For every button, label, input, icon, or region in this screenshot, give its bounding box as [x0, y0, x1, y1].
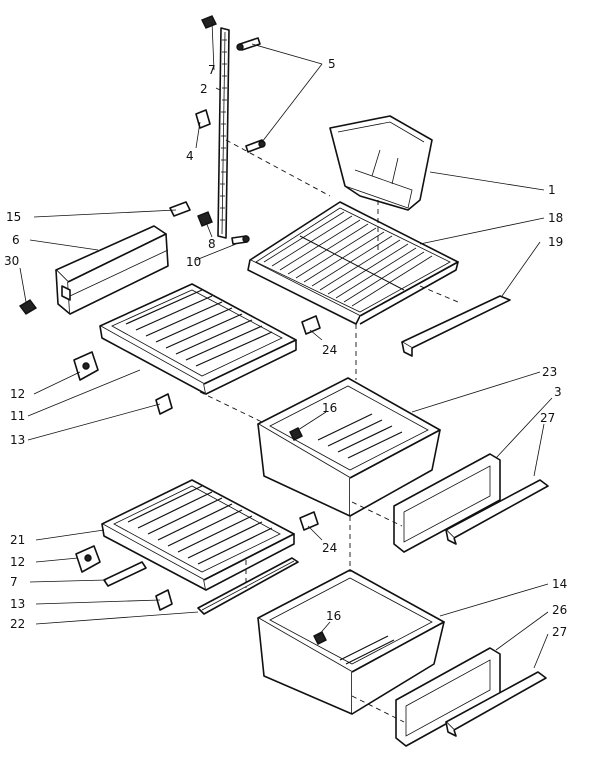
callout-15: 15: [6, 210, 21, 224]
callout-27-lower: 27: [552, 625, 567, 639]
support-10: [103, 561, 147, 587]
upper-drawer-trim: [445, 479, 549, 545]
callout-30: 30: [4, 254, 19, 268]
lower-drawer-trim: [445, 671, 547, 737]
callout-22: 22: [10, 617, 25, 631]
callout-16-upper: 16: [322, 401, 337, 415]
shelf-trim: [401, 295, 511, 357]
callout-18: 18: [548, 211, 563, 225]
callout-12-lower: 12: [10, 555, 25, 569]
callout-1: 1: [548, 183, 556, 197]
callout-19: 19: [548, 235, 563, 249]
callout-12-upper: 12: [10, 387, 25, 401]
callout-26: 26: [552, 603, 567, 617]
lower-crisper-cover: [101, 479, 295, 591]
screw-bottom: [231, 235, 250, 245]
callout-13-lower: 13: [10, 597, 25, 611]
part-15: [169, 201, 191, 217]
callout-14: 14: [552, 577, 567, 591]
callout-16-lower: 16: [326, 609, 341, 623]
rail-clip: [195, 109, 211, 129]
leader-lines: [19, 21, 553, 669]
callout-6: 6: [12, 233, 20, 247]
callout-3: 3: [554, 385, 562, 399]
callout-24-upper: 24: [322, 343, 337, 357]
callout-7-top: 7: [208, 63, 216, 77]
callout-27-upper: 27: [540, 411, 555, 425]
wire-shelf: [247, 201, 459, 325]
callout-2: 2: [200, 82, 208, 96]
upper-drawer-front: [393, 453, 501, 553]
callout-11: 11: [10, 409, 25, 423]
callout-8: 10: [186, 255, 201, 269]
callout-4: 4: [186, 149, 194, 163]
screw-middle: [245, 139, 266, 153]
callout-23: 23: [542, 365, 557, 379]
callout-5: 5: [328, 57, 336, 71]
rail-22: [197, 557, 299, 615]
roller-24-lower: [299, 511, 319, 531]
bracket-12-lower: [75, 545, 101, 573]
lower-crisper-drawer: [257, 569, 445, 715]
rail-cap-bottom: [197, 211, 213, 227]
part-30: [18, 299, 38, 315]
shelf-front: [55, 225, 169, 315]
shelf-bin: [329, 115, 433, 211]
callout-labels: 7 2 5 4 1 18 19 15 6 30 8 10 24 12 11 13…: [4, 57, 567, 639]
bracket-12-upper: [73, 351, 99, 381]
vertical-rail: [217, 27, 230, 239]
callout-10: 7: [10, 575, 18, 589]
callout-7-lower: 8: [208, 237, 216, 251]
callout-13-upper: 13: [10, 433, 25, 447]
assembly-lines: [199, 139, 459, 723]
screw-top: [236, 37, 261, 51]
callout-24-lower: 24: [322, 541, 337, 555]
clip-13-upper: [155, 393, 173, 415]
clip-13-lower: [155, 589, 173, 611]
rail-cap-top: [201, 15, 217, 29]
callout-21: 21: [10, 533, 25, 547]
upper-crisper-cover: [99, 283, 297, 395]
upper-crisper-drawer: [257, 377, 441, 517]
roller-24-upper: [301, 315, 321, 335]
